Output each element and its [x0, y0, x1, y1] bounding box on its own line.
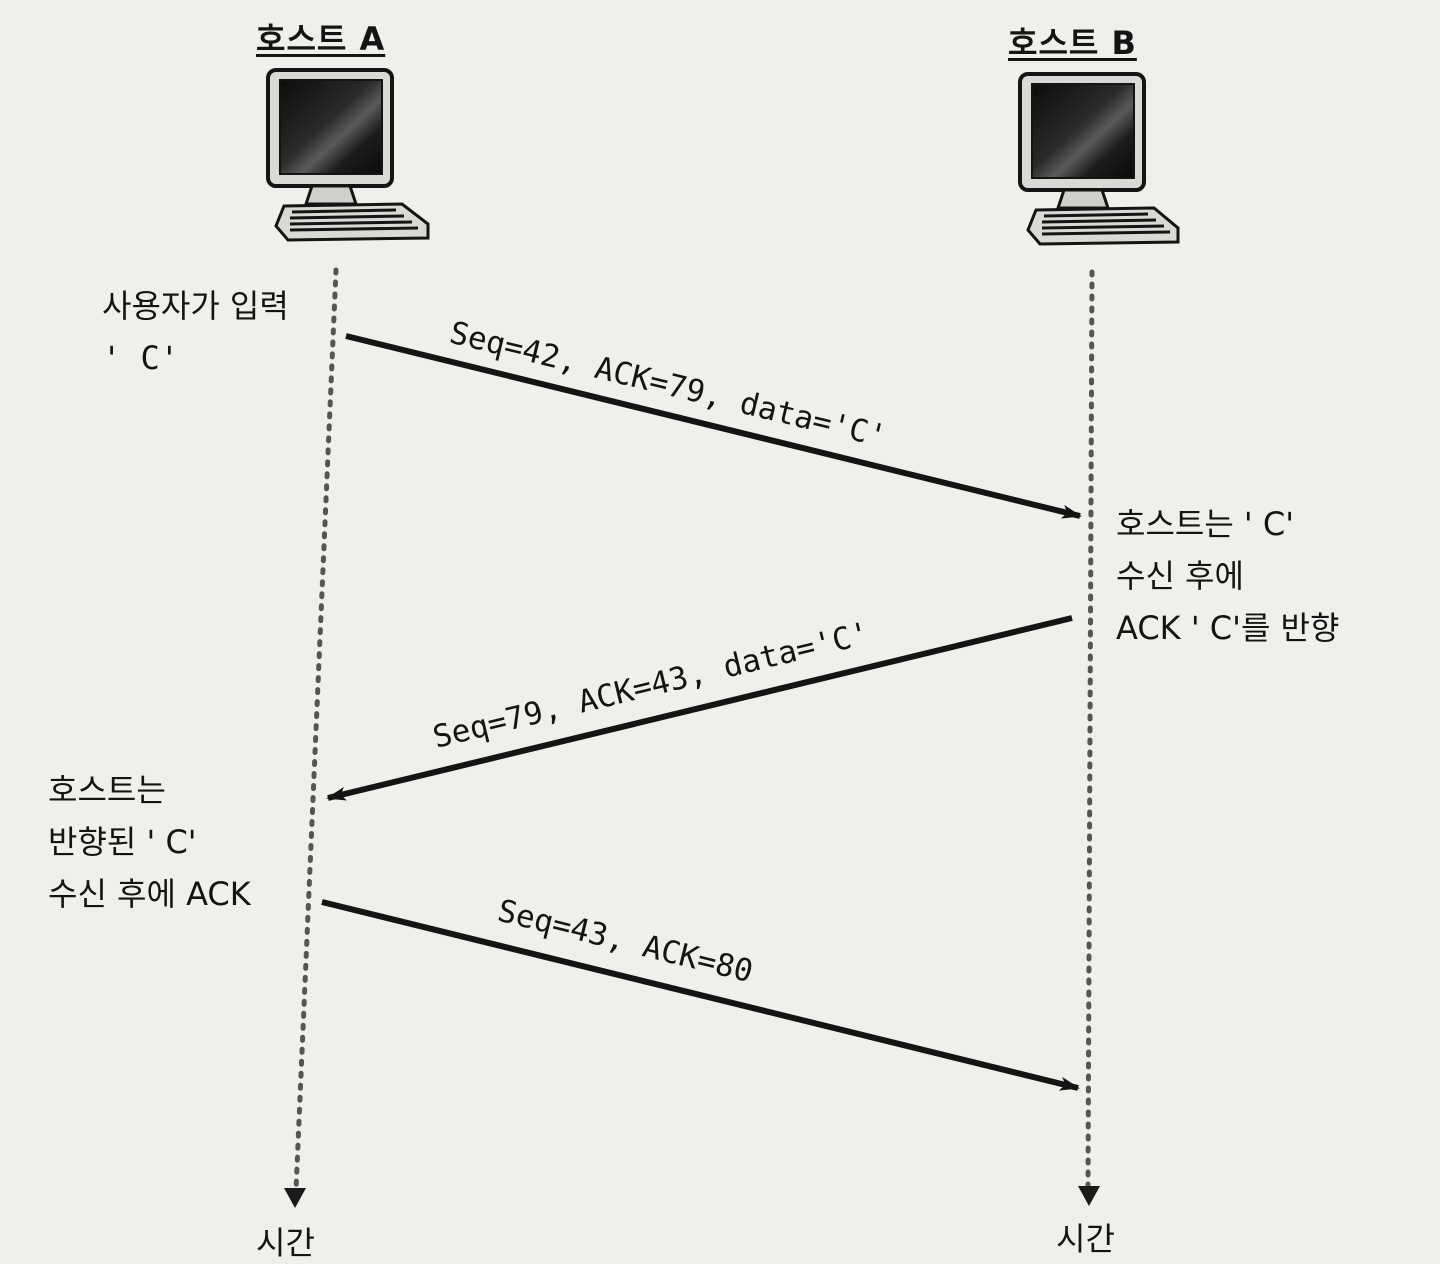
note-user-input-line-1: 사용자가 입력: [102, 287, 289, 325]
message-arrow-3: [321, 899, 1080, 1091]
note-host-a-ack-line-1: 호스트는: [48, 771, 166, 809]
message-arrow-2: [326, 615, 1073, 801]
host-a-timeline: [293, 267, 339, 1193]
host-b-computer-icon: [1018, 72, 1180, 246]
host-a-label: 호스트 A: [256, 20, 386, 58]
host-a-computer-icon: [266, 68, 430, 242]
message-label-2: Seq=79, ACK=43, data='C': [429, 615, 873, 755]
note-user-input-line-2: ' C': [102, 339, 180, 377]
host-b-time-label: 시간: [1056, 1220, 1115, 1258]
host-b-time-arrow-icon: [1078, 1186, 1100, 1206]
note-host-b-echo-line-3: ACK ' C'를 반향: [1116, 609, 1340, 647]
note-user-input: 사용자가 입력 ' C': [102, 280, 289, 384]
host-b-label: 호스트 B: [1008, 24, 1137, 62]
host-a-time-label: 시간: [256, 1224, 315, 1262]
note-host-a-ack-line-2: 반향된 ' C': [48, 823, 197, 861]
note-host-b-echo: 호스트는 ' C' 수신 후에 ACK ' C'를 반향: [1116, 498, 1339, 654]
message-label-1: Seq=42, ACK=79, data='C': [446, 315, 890, 455]
note-host-a-ack: 호스트는 반향된 ' C' 수신 후에 ACK: [48, 764, 251, 920]
note-host-b-echo-line-2: 수신 후에: [1116, 557, 1244, 595]
note-host-b-echo-line-1: 호스트는 ' C': [1116, 505, 1295, 543]
host-b-timeline: [1085, 269, 1095, 1189]
note-host-a-ack-line-3: 수신 후에 ACK: [48, 875, 251, 913]
message-arrow-1: [345, 333, 1082, 519]
host-a-time-arrow-icon: [284, 1188, 306, 1208]
